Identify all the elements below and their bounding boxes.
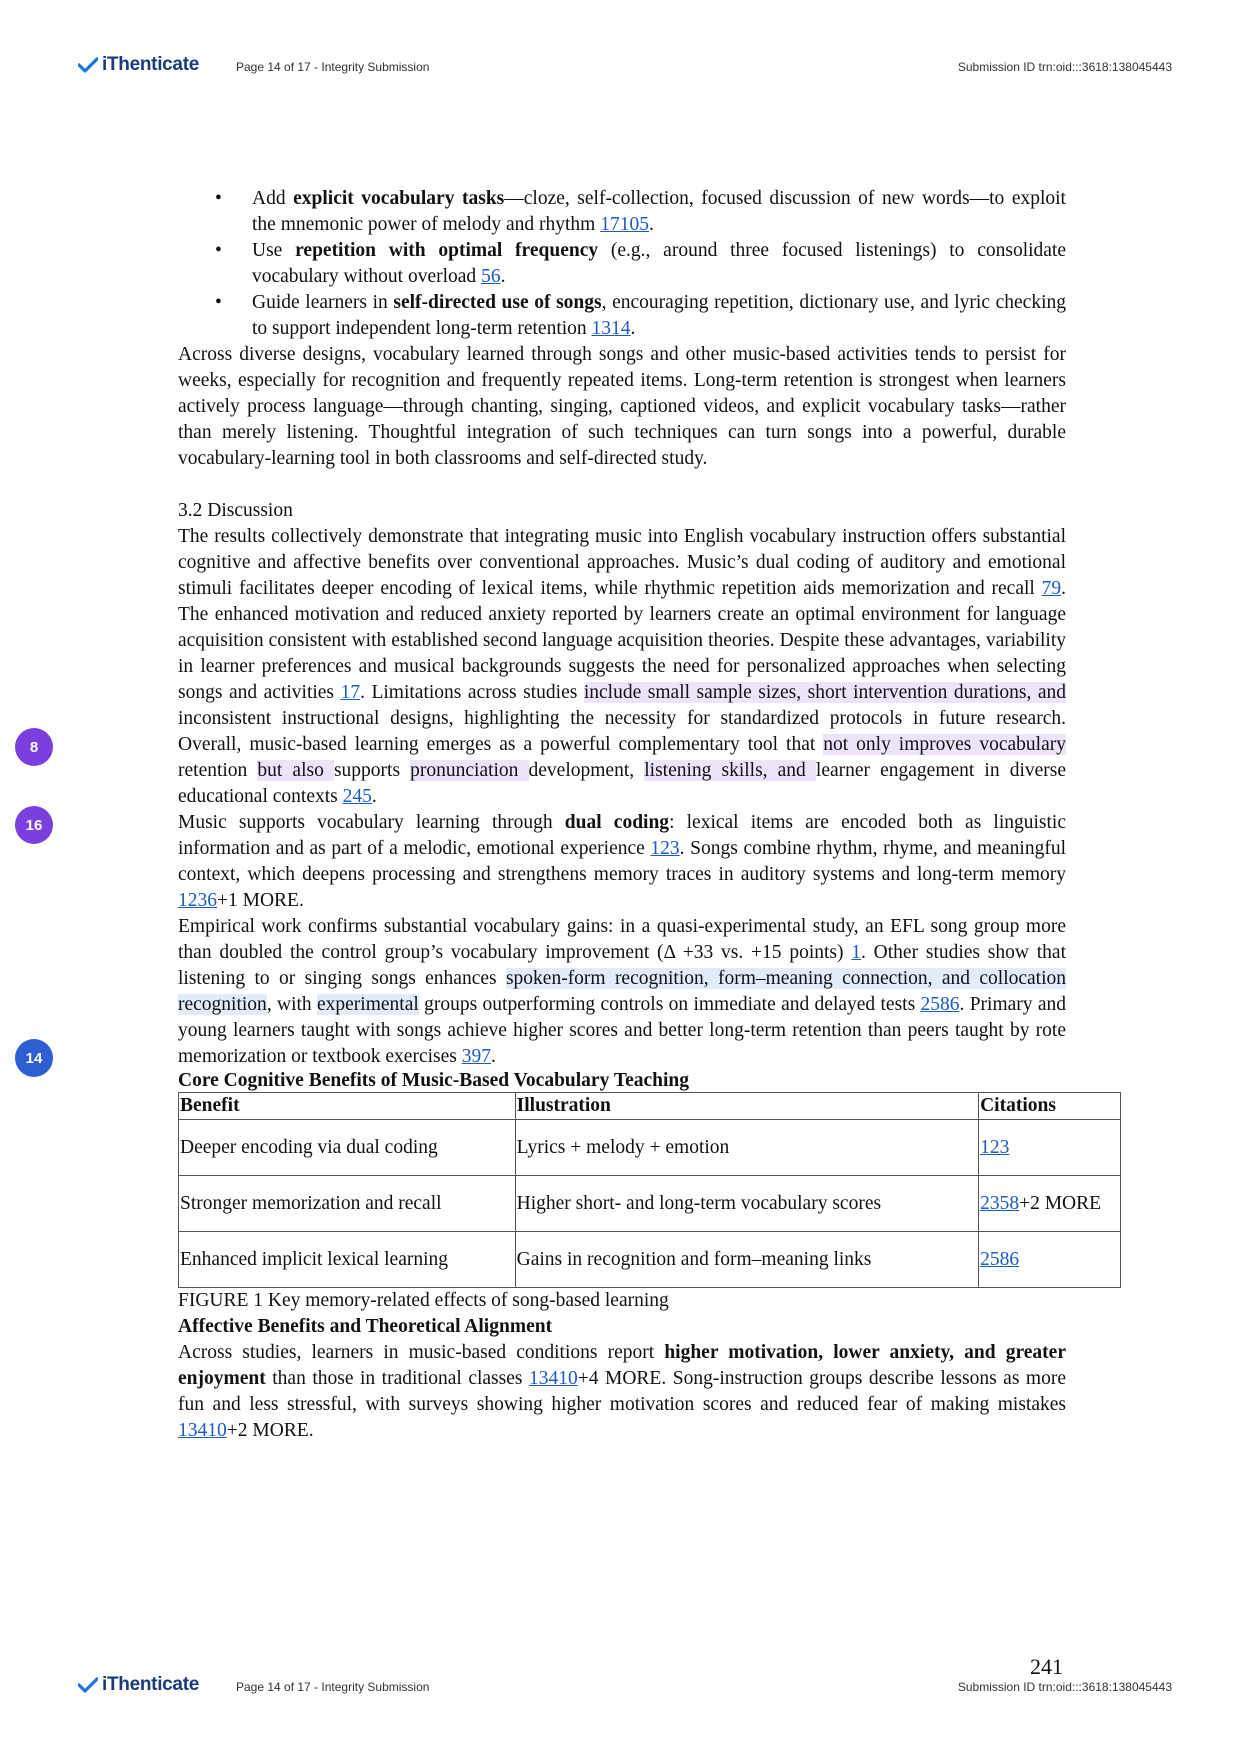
citation-link[interactable]: 17: [340, 682, 361, 703]
brand-name: iThenticate: [102, 1674, 199, 1695]
citation-link[interactable]: 2586: [920, 994, 960, 1015]
affective-paragraph: Across studies, learners in music-based …: [178, 1342, 1066, 1441]
citation-link[interactable]: 123: [650, 838, 680, 859]
match-badge-16[interactable]: 16: [15, 806, 53, 844]
discussion-paragraph: The results collectively demonstrate tha…: [178, 526, 1067, 807]
page-header: iThenticate Page 14 of 17 - Integrity Su…: [0, 48, 1240, 88]
recommendation-list: • Add explicit vocabulary tasks—cloze, s…: [178, 186, 1066, 342]
submission-id: Submission ID trn:oid:::3618:138045443: [957, 1680, 1172, 1694]
document-body: • Add explicit vocabulary tasks—cloze, s…: [178, 186, 1121, 1444]
citations-cell: 2586: [978, 1231, 1121, 1288]
more-matches: +2 MORE.: [226, 1420, 314, 1441]
citation-link[interactable]: 2358: [980, 1192, 1020, 1214]
match-highlight[interactable]: listening skills, and: [644, 760, 816, 781]
benefit-cell: Deeper encoding via dual coding: [178, 1119, 516, 1176]
page-footer: iThenticate Page 14 of 17 - Integrity Su…: [0, 1668, 1240, 1708]
match-highlight[interactable]: not only improves vocabulary: [823, 734, 1066, 755]
empirical-paragraph: Empirical work confirms substantial voca…: [178, 916, 1067, 1067]
column-header: Benefit: [178, 1092, 516, 1120]
bullet-icon: •: [215, 188, 222, 209]
citation-link[interactable]: 79: [1041, 578, 1062, 599]
submission-id: Submission ID trn:oid:::3618:138045443: [957, 60, 1172, 74]
illustration-cell: Gains in recognition and form–meaning li…: [514, 1231, 980, 1288]
checkmark-icon: [78, 1677, 98, 1693]
list-item: • Guide learners in self-directed use of…: [215, 292, 1066, 339]
citation-link[interactable]: 13410: [178, 1420, 227, 1441]
citations-cell: 123: [978, 1119, 1121, 1176]
brand-name: iThenticate: [102, 54, 199, 75]
table-title: Core Cognitive Benefits of Music-Based V…: [178, 1070, 689, 1091]
benefits-table: Benefit Illustration Citations Deeper en…: [178, 1092, 1121, 1288]
page-info: Page 14 of 17 - Integrity Submission: [236, 60, 430, 74]
section-heading: 3.2 Discussion: [178, 500, 293, 521]
match-badge-8[interactable]: 8: [15, 728, 53, 766]
ithenticate-logo: iThenticate: [78, 1674, 199, 1696]
more-matches: +4 MORE: [577, 1368, 662, 1389]
benefit-cell: Enhanced implicit lexical learning: [178, 1231, 516, 1288]
checkmark-icon: [78, 57, 98, 73]
bullet-icon: •: [215, 292, 222, 313]
match-badge-14[interactable]: 14: [15, 1039, 53, 1077]
match-highlight[interactable]: pronunciation: [410, 760, 529, 781]
list-item: • Add explicit vocabulary tasks—cloze, s…: [215, 188, 1066, 235]
citations-cell: 2358+2 MORE: [978, 1175, 1121, 1232]
match-highlight[interactable]: but also: [257, 760, 334, 781]
more-matches: +1 MORE.: [217, 890, 304, 911]
table-header-row: Benefit Illustration Citations: [178, 1092, 1121, 1120]
citation-link[interactable]: 17105: [600, 214, 649, 235]
ithenticate-logo: iThenticate: [78, 54, 199, 76]
illustration-cell: Higher short- and long-term vocabulary s…: [514, 1175, 980, 1232]
citation-link[interactable]: 245: [342, 786, 372, 807]
bullet-icon: •: [215, 240, 222, 261]
citation-link[interactable]: 13410: [529, 1368, 578, 1389]
citation-link[interactable]: 1314: [591, 318, 631, 339]
dual-coding-paragraph: Music supports vocabulary learning throu…: [178, 812, 1067, 911]
citation-link[interactable]: 56: [481, 266, 501, 287]
citation-link[interactable]: 397: [461, 1046, 491, 1067]
affective-heading: Affective Benefits and Theoretical Align…: [178, 1316, 553, 1337]
summary-paragraph: Across diverse designs, vocabulary learn…: [178, 344, 1066, 469]
table-row: Stronger memorization and recall Higher …: [178, 1175, 1121, 1232]
match-highlight[interactable]: experimental: [317, 994, 419, 1015]
benefit-cell: Stronger memorization and recall: [178, 1175, 516, 1232]
figure-caption: FIGURE 1 Key memory-related effects of s…: [178, 1290, 669, 1311]
table-row: Deeper encoding via dual coding Lyrics +…: [178, 1119, 1121, 1176]
column-header: Citations: [978, 1092, 1121, 1120]
citation-link[interactable]: 1: [851, 942, 862, 963]
column-header: Illustration: [514, 1092, 980, 1120]
match-highlight[interactable]: include small sample sizes, short interv…: [583, 682, 1067, 703]
citation-link[interactable]: 2586: [980, 1248, 1020, 1270]
table-row: Enhanced implicit lexical learning Gains…: [178, 1231, 1121, 1288]
page-info: Page 14 of 17 - Integrity Submission: [236, 1680, 430, 1694]
illustration-cell: Lyrics + melody + emotion: [514, 1119, 980, 1176]
citation-link[interactable]: 1236: [178, 890, 217, 911]
page-number: 241: [1030, 1654, 1063, 1679]
list-item: • Use repetition with optimal frequency …: [215, 240, 1067, 287]
citation-link[interactable]: 123: [980, 1136, 1010, 1158]
